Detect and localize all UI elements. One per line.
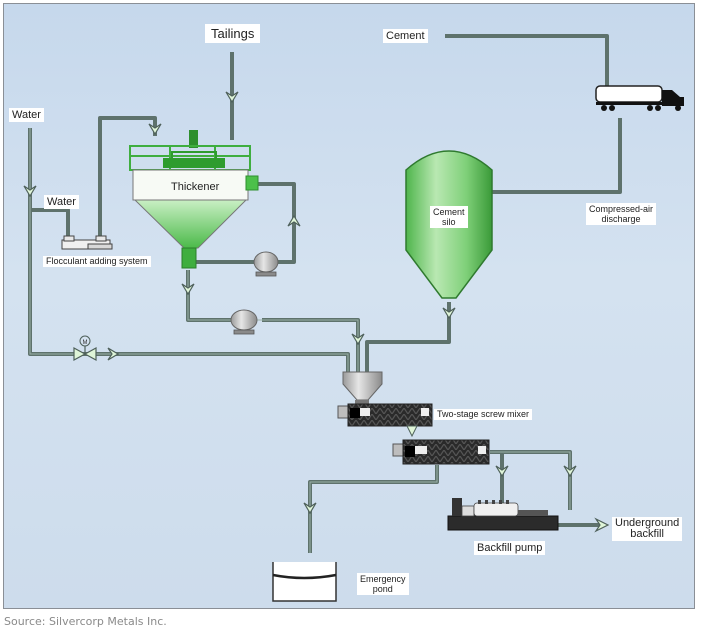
pipe-water-branch: [30, 208, 70, 240]
source-caption: Source: Silvercorp Metals Inc.: [4, 615, 167, 628]
pipes: [28, 34, 622, 553]
label-compressed-air-discharge: Compressed-air discharge: [586, 203, 657, 225]
valve-marker: M: [83, 340, 88, 346]
backfill-pump: [447, 498, 559, 531]
pipe-flocculant-to-thickener: [98, 116, 157, 240]
underflow-pump: [230, 309, 258, 335]
arrow-down-icon: [303, 502, 317, 515]
pipe-cement-to-truck: [445, 34, 609, 88]
label-cement-silo: Cement silo: [430, 206, 468, 228]
label-flocculant-adding-system: Flocculant adding system: [43, 256, 151, 267]
thickener: [129, 130, 259, 269]
pipe-thickener-recirc: [258, 182, 296, 264]
screw-mixer-stage-2: [392, 425, 490, 465]
label-backfill-pump: Backfill pump: [474, 541, 546, 555]
screw-mixer-stage-1: [337, 403, 433, 427]
pipe-truck-to-silo: [492, 118, 622, 194]
valve-motor-icon: [79, 335, 91, 347]
arrow-down-icon: [442, 307, 456, 320]
label-thickener: Thickener: [171, 181, 220, 193]
arrow-down-icon: [23, 185, 37, 198]
arrow-down-icon: [563, 465, 577, 478]
emergency-pond: [272, 562, 337, 602]
pipe-silo-to-mixer: [365, 302, 451, 372]
arrow-down-icon: [148, 123, 162, 136]
arrow-down-icon: [181, 283, 195, 296]
arrow-down-icon: [351, 333, 365, 346]
label-two-stage-screw-mixer: Two-stage screw mixer: [434, 409, 533, 420]
arrow-right-icon: [107, 347, 120, 361]
arrow-right-icon: [594, 517, 610, 533]
pipe-mixer-to-pond: [308, 465, 439, 553]
flow-arrows: [23, 91, 610, 533]
motorized-valve[interactable]: M: [73, 335, 97, 362]
pipe-underflow-to-mixer: [186, 270, 360, 372]
label-underground-backfill: Underground backfill: [612, 517, 683, 541]
label-cement: Cement: [383, 29, 428, 43]
process-flow-diagram: M: [23, 34, 684, 602]
label-emergency-pond: Emergency pond: [357, 573, 409, 595]
cement-truck-icon: [595, 85, 684, 111]
label-water-branch: Water: [44, 195, 79, 209]
flocculant-adding-system: [61, 235, 113, 250]
arrow-up-icon: [287, 214, 301, 227]
label-tailings: Tailings: [205, 24, 261, 43]
mixer-hopper: [342, 371, 383, 404]
arrow-down-icon: [225, 91, 239, 104]
recirculation-pump: [253, 251, 279, 277]
diagram-canvas: [3, 3, 695, 609]
label-water-main: Water: [9, 108, 44, 122]
arrow-down-icon: [495, 465, 509, 478]
